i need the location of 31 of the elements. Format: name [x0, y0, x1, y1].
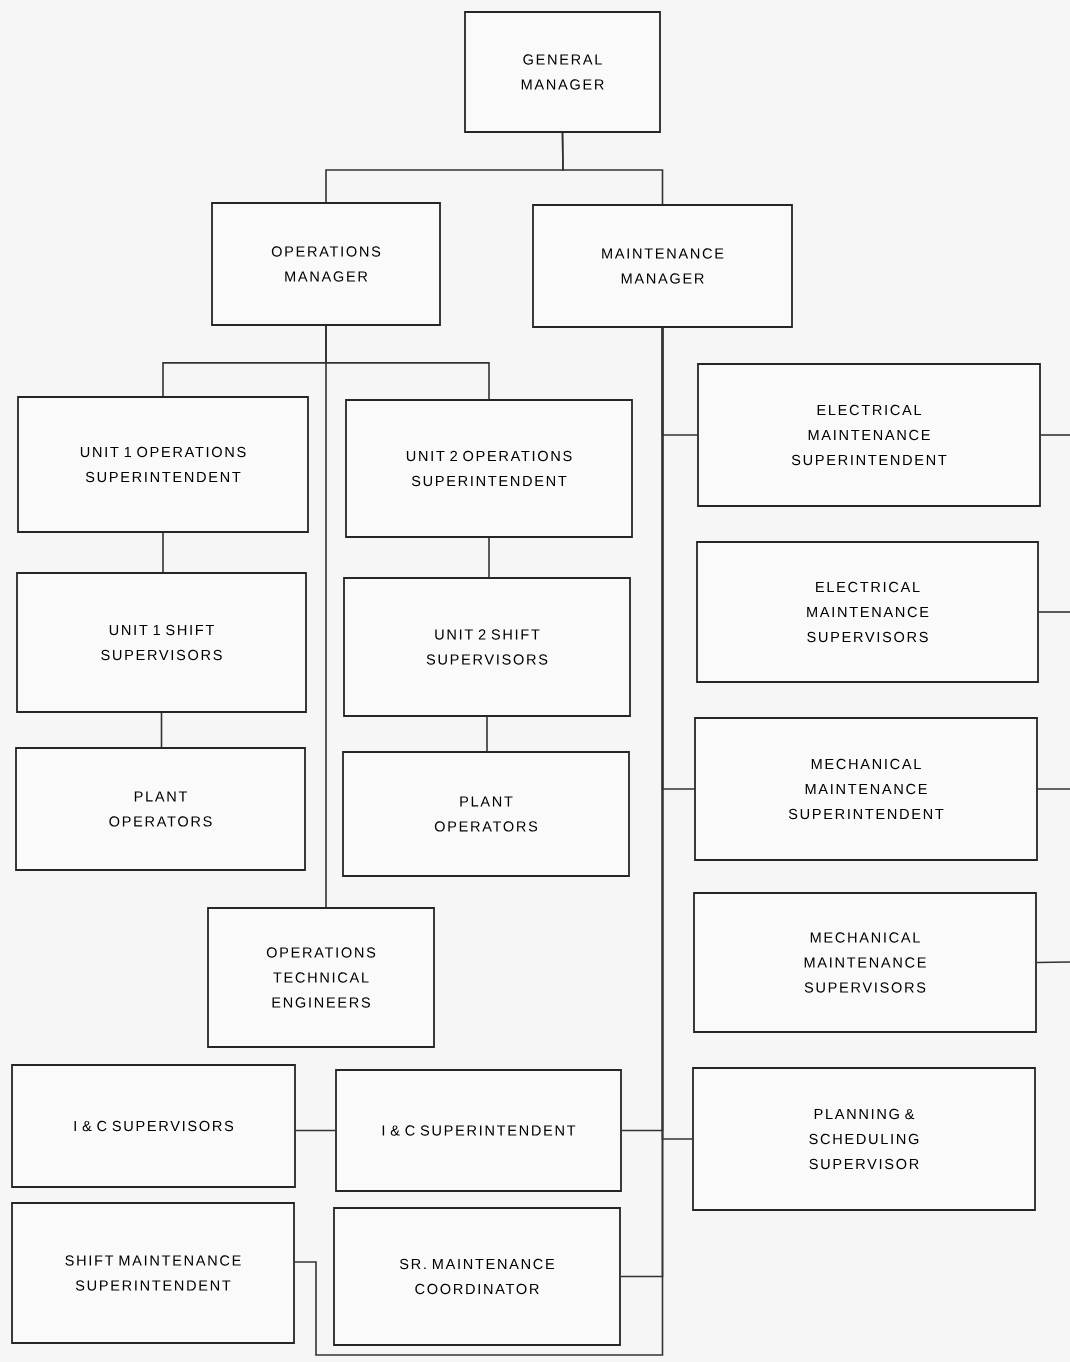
- org-box: SR. MAINTENANCE COORDINATOR: [333, 1207, 621, 1346]
- connector-line: [160, 712, 163, 748]
- connector-line: [1038, 611, 1070, 613]
- org-box: UNIT 1 OPERATIONS SUPERINTENDENT: [17, 396, 309, 533]
- connector-line: [1036, 961, 1070, 964]
- org-box: MAINTENANCE MANAGER: [532, 204, 793, 328]
- org-box: SHIFT MAINTENANCE SUPERINTENDENT: [11, 1202, 295, 1344]
- org-box: OPERATIONS MANAGER: [211, 202, 441, 326]
- connector-line: [1037, 788, 1070, 790]
- org-box: I & C SUPERINTENDENT: [335, 1069, 622, 1192]
- org-box: UNIT 2 OPERATIONS SUPERINTENDENT: [345, 399, 633, 538]
- org-box: ELECTRICAL MAINTENANCE SUPERVISORS: [696, 541, 1039, 683]
- org-box: UNIT 1 SHIFT SUPERVISORS: [16, 572, 307, 713]
- connector-line: [325, 325, 327, 908]
- connector-line: [488, 537, 490, 578]
- org-box: MECHANICAL MAINTENANCE SUPERINTENDENT: [694, 717, 1038, 861]
- connector-line: [295, 1129, 336, 1132]
- org-box: ELECTRICAL MAINTENANCE SUPERINTENDENT: [697, 363, 1041, 507]
- org-box: MECHANICAL MAINTENANCE SUPERVISORS: [693, 892, 1037, 1033]
- org-box: OPERATIONS TECHNICAL ENGINEERS: [207, 907, 435, 1048]
- connector-line: [1040, 434, 1070, 436]
- org-box: UNIT 2 SHIFT SUPERVISORS: [343, 577, 631, 717]
- connector-line: [294, 327, 664, 1356]
- connector-line: [162, 532, 164, 573]
- org-box: PLANNING & SCHEDULING SUPERVISOR: [692, 1067, 1036, 1211]
- org-box: GENERAL MANAGER: [464, 11, 661, 133]
- org-box: I & C SUPERVISORS: [11, 1064, 296, 1188]
- org-box: PLANT OPERATORS: [342, 751, 630, 877]
- org-box: PLANT OPERATORS: [15, 747, 306, 871]
- connector-line: [486, 716, 488, 752]
- connector-line: [561, 132, 664, 205]
